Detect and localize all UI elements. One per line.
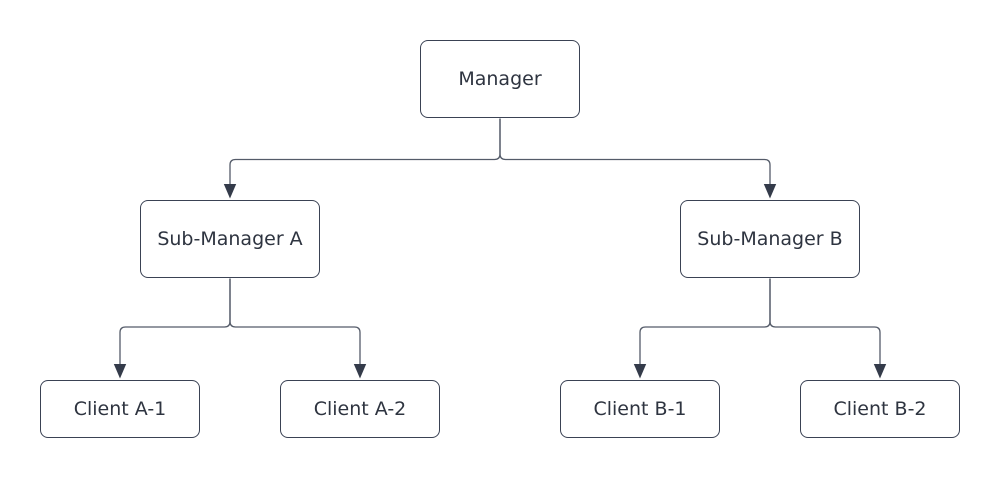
edge-sub-manager-a-to-client-a1-arrowhead-icon: [113, 364, 127, 379]
edge-manager-to-sub-manager-a: [229, 118, 501, 184]
edge-sub-manager-a-to-client-a2-arrowhead-icon: [353, 364, 367, 379]
node-manager-label: Manager: [458, 67, 542, 90]
node-client-b2-label: Client B-2: [833, 397, 927, 420]
edge-sub-manager-b-to-client-b2: [769, 278, 881, 364]
edge-sub-manager-b-to-client-b1-arrowhead-icon: [633, 364, 647, 379]
node-sub-manager-b-label: Sub-Manager B: [697, 227, 843, 250]
node-client-a2-label: Client A-2: [313, 397, 407, 420]
node-client-b2: Client B-2: [800, 380, 960, 438]
node-client-a2: Client A-2: [280, 380, 440, 438]
node-sub-manager-a-label: Sub-Manager A: [157, 227, 303, 250]
node-sub-manager-a: Sub-Manager A: [140, 200, 320, 278]
node-client-b1-label: Client B-1: [593, 397, 687, 420]
edge-sub-manager-b-to-client-b1: [639, 278, 771, 364]
edge-manager-to-sub-manager-b: [499, 118, 771, 184]
node-sub-manager-b: Sub-Manager B: [680, 200, 860, 278]
edge-manager-to-sub-manager-b-arrowhead-icon: [763, 184, 777, 199]
edge-sub-manager-a-to-client-a2: [229, 278, 361, 364]
edge-sub-manager-b-to-client-b2-arrowhead-icon: [873, 364, 887, 379]
node-client-a1: Client A-1: [40, 380, 200, 438]
node-client-a1-label: Client A-1: [73, 397, 167, 420]
edge-sub-manager-a-to-client-a1: [119, 278, 231, 364]
node-manager: Manager: [420, 40, 580, 118]
node-client-b1: Client B-1: [560, 380, 720, 438]
edge-manager-to-sub-manager-a-arrowhead-icon: [223, 184, 237, 199]
